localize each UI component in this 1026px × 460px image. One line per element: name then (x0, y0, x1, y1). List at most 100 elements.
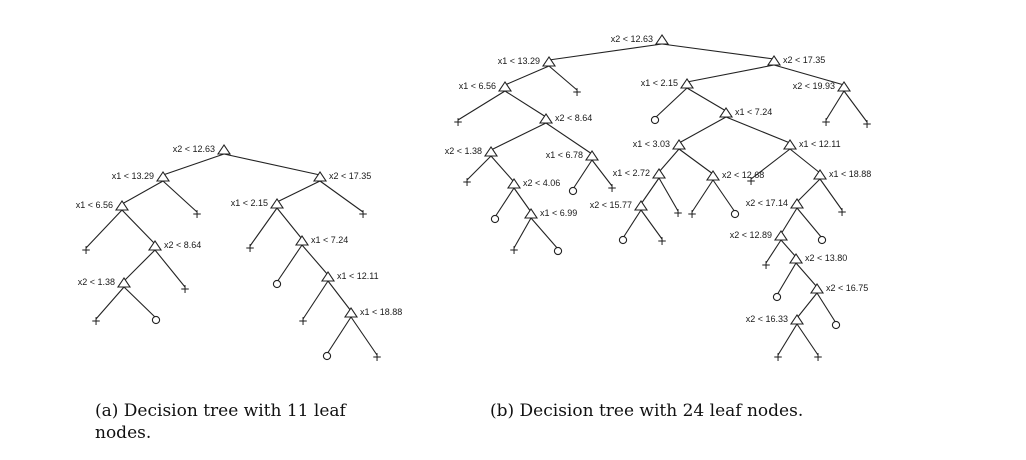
tree-b-edge (591, 159, 613, 187)
tree-b-leaf-circle (490, 214, 500, 224)
tree-b-split-node (789, 198, 805, 209)
tree-b-leaf-circle (568, 186, 578, 196)
tree-b-leaf-circle (831, 320, 841, 330)
tree-b-split-node (782, 139, 798, 150)
tree-a-edge (123, 249, 156, 282)
tree-b-split-label: x1 < 13.29 (498, 56, 540, 66)
tree-b-split-label: x2 < 1.38 (445, 146, 482, 156)
tree-a-split-label: x1 < 2.15 (231, 198, 268, 208)
tree-a-split-label: x2 < 1.38 (78, 277, 115, 287)
tree-b-edge (819, 178, 843, 211)
tree-a-edge (223, 153, 321, 176)
tree-b-leaf-plus: + (572, 85, 582, 99)
tree-b-edge (825, 90, 845, 121)
tree-b-leaf-circle (772, 292, 782, 302)
tree-b-edge (796, 178, 821, 203)
tree-b-split-node (718, 107, 734, 118)
tree-a-leaf-circle (151, 315, 161, 325)
tree-b-edge (661, 43, 775, 60)
tree-a-split-node (147, 240, 163, 251)
tree-b-split-label: x2 < 19.93 (793, 81, 835, 91)
tree-a-edge (301, 244, 329, 276)
tree-b-split-node (654, 34, 670, 45)
tree-b-edge (686, 87, 727, 112)
tree-a-split-node (155, 171, 171, 182)
tree-b-leaf-plus: + (761, 258, 771, 272)
tree-a-split-label: x1 < 12.11 (337, 271, 379, 281)
tree-b-edge (548, 43, 663, 61)
tree-a-leaf-plus: + (358, 207, 368, 221)
tree-b-edge (490, 155, 515, 183)
tree-b-split-label: x1 < 2.15 (641, 78, 678, 88)
tree-b-split-label: x1 < 6.78 (546, 150, 583, 160)
caption-b: (b) Decision tree with 24 leaf nodes. (490, 401, 804, 421)
tree-b-edge (678, 116, 727, 144)
tree-b-leaf-plus: + (462, 175, 472, 189)
tree-b-split-label: x1 < 3.03 (633, 139, 670, 149)
tree-b-split-node (541, 56, 557, 67)
tree-b-split-label: x2 < 17.35 (783, 55, 825, 65)
tree-b-split-node (483, 146, 499, 157)
tree-b-edge (780, 239, 797, 258)
tree-b-split-label: x1 < 12.11 (799, 139, 841, 149)
tree-a-split-node (216, 144, 232, 155)
tree-b-edge (796, 292, 818, 319)
tree-b-leaf-circle (553, 246, 563, 256)
tree-b-split-label: x2 < 4.06 (523, 178, 560, 188)
tree-b-split-label: x1 < 7.24 (735, 107, 772, 117)
tree-a-edge (326, 316, 352, 355)
tree-b-split-label: x1 < 6.99 (540, 208, 577, 218)
tree-b-edge (780, 207, 798, 235)
tree-a-leaf-plus: + (91, 314, 101, 328)
tree-b-leaf-circle (817, 235, 827, 245)
tree-b-edge (843, 90, 868, 123)
tree-b-edge (725, 116, 791, 144)
tree-b-edge (750, 148, 791, 180)
tree-a-leaf-plus: + (298, 314, 308, 328)
tree-b-edge (789, 148, 821, 174)
tree-b-split-node (679, 78, 695, 89)
tree-b-split-label: x2 < 12.68 (722, 170, 764, 180)
tree-b-edge (457, 90, 506, 121)
tree-a-edge (319, 180, 364, 213)
tree-a-edge (123, 286, 157, 319)
tree-b-leaf-plus: + (773, 350, 783, 364)
tree-b-leaf-plus: + (673, 206, 683, 220)
tree-b-edge (513, 217, 532, 249)
tree-b-edge (686, 64, 775, 83)
tree-b-leaf-circle (730, 209, 740, 219)
tree-b-split-label: x2 < 13.80 (805, 253, 847, 263)
tree-a-edge (276, 207, 303, 240)
tree-a-split-label: x1 < 6.56 (76, 200, 113, 210)
tree-b-split-node (671, 139, 687, 150)
tree-a-split-node (294, 235, 310, 246)
tree-a-leaf-circle (272, 279, 282, 289)
tree-a-split-label: x1 < 18.88 (360, 307, 402, 317)
tree-a-split-node (114, 200, 130, 211)
tree-a-split-node (269, 198, 285, 209)
tree-b-edge (773, 64, 845, 86)
tree-b-leaf-circle (618, 235, 628, 245)
tree-a-edge (302, 280, 329, 320)
tree-b-edge (572, 159, 593, 190)
tree-b-edge (654, 87, 688, 119)
tree-a-leaf-plus: + (372, 350, 382, 364)
tree-b-split-label: x2 < 17.14 (746, 198, 788, 208)
tree-b-split-node (705, 170, 721, 181)
tree-b-split-label: x2 < 12.63 (611, 34, 653, 44)
tree-b-leaf-plus: + (746, 174, 756, 188)
tree-b-split-label: x1 < 18.88 (829, 169, 871, 179)
tree-a-leaf-plus: + (180, 282, 190, 296)
tree-b-edge (545, 122, 593, 155)
tree-b-split-label: x1 < 6.56 (459, 81, 496, 91)
tree-a-edge (121, 180, 164, 205)
tree-a-split-label: x1 < 7.24 (311, 235, 348, 245)
tree-a-split-label: x2 < 17.35 (329, 171, 371, 181)
tree-b-split-node (836, 81, 852, 92)
tree-b-edge (513, 187, 532, 213)
tree-b-edge (678, 148, 714, 175)
tree-b-split-node (812, 169, 828, 180)
tree-b-split-node (766, 55, 782, 66)
